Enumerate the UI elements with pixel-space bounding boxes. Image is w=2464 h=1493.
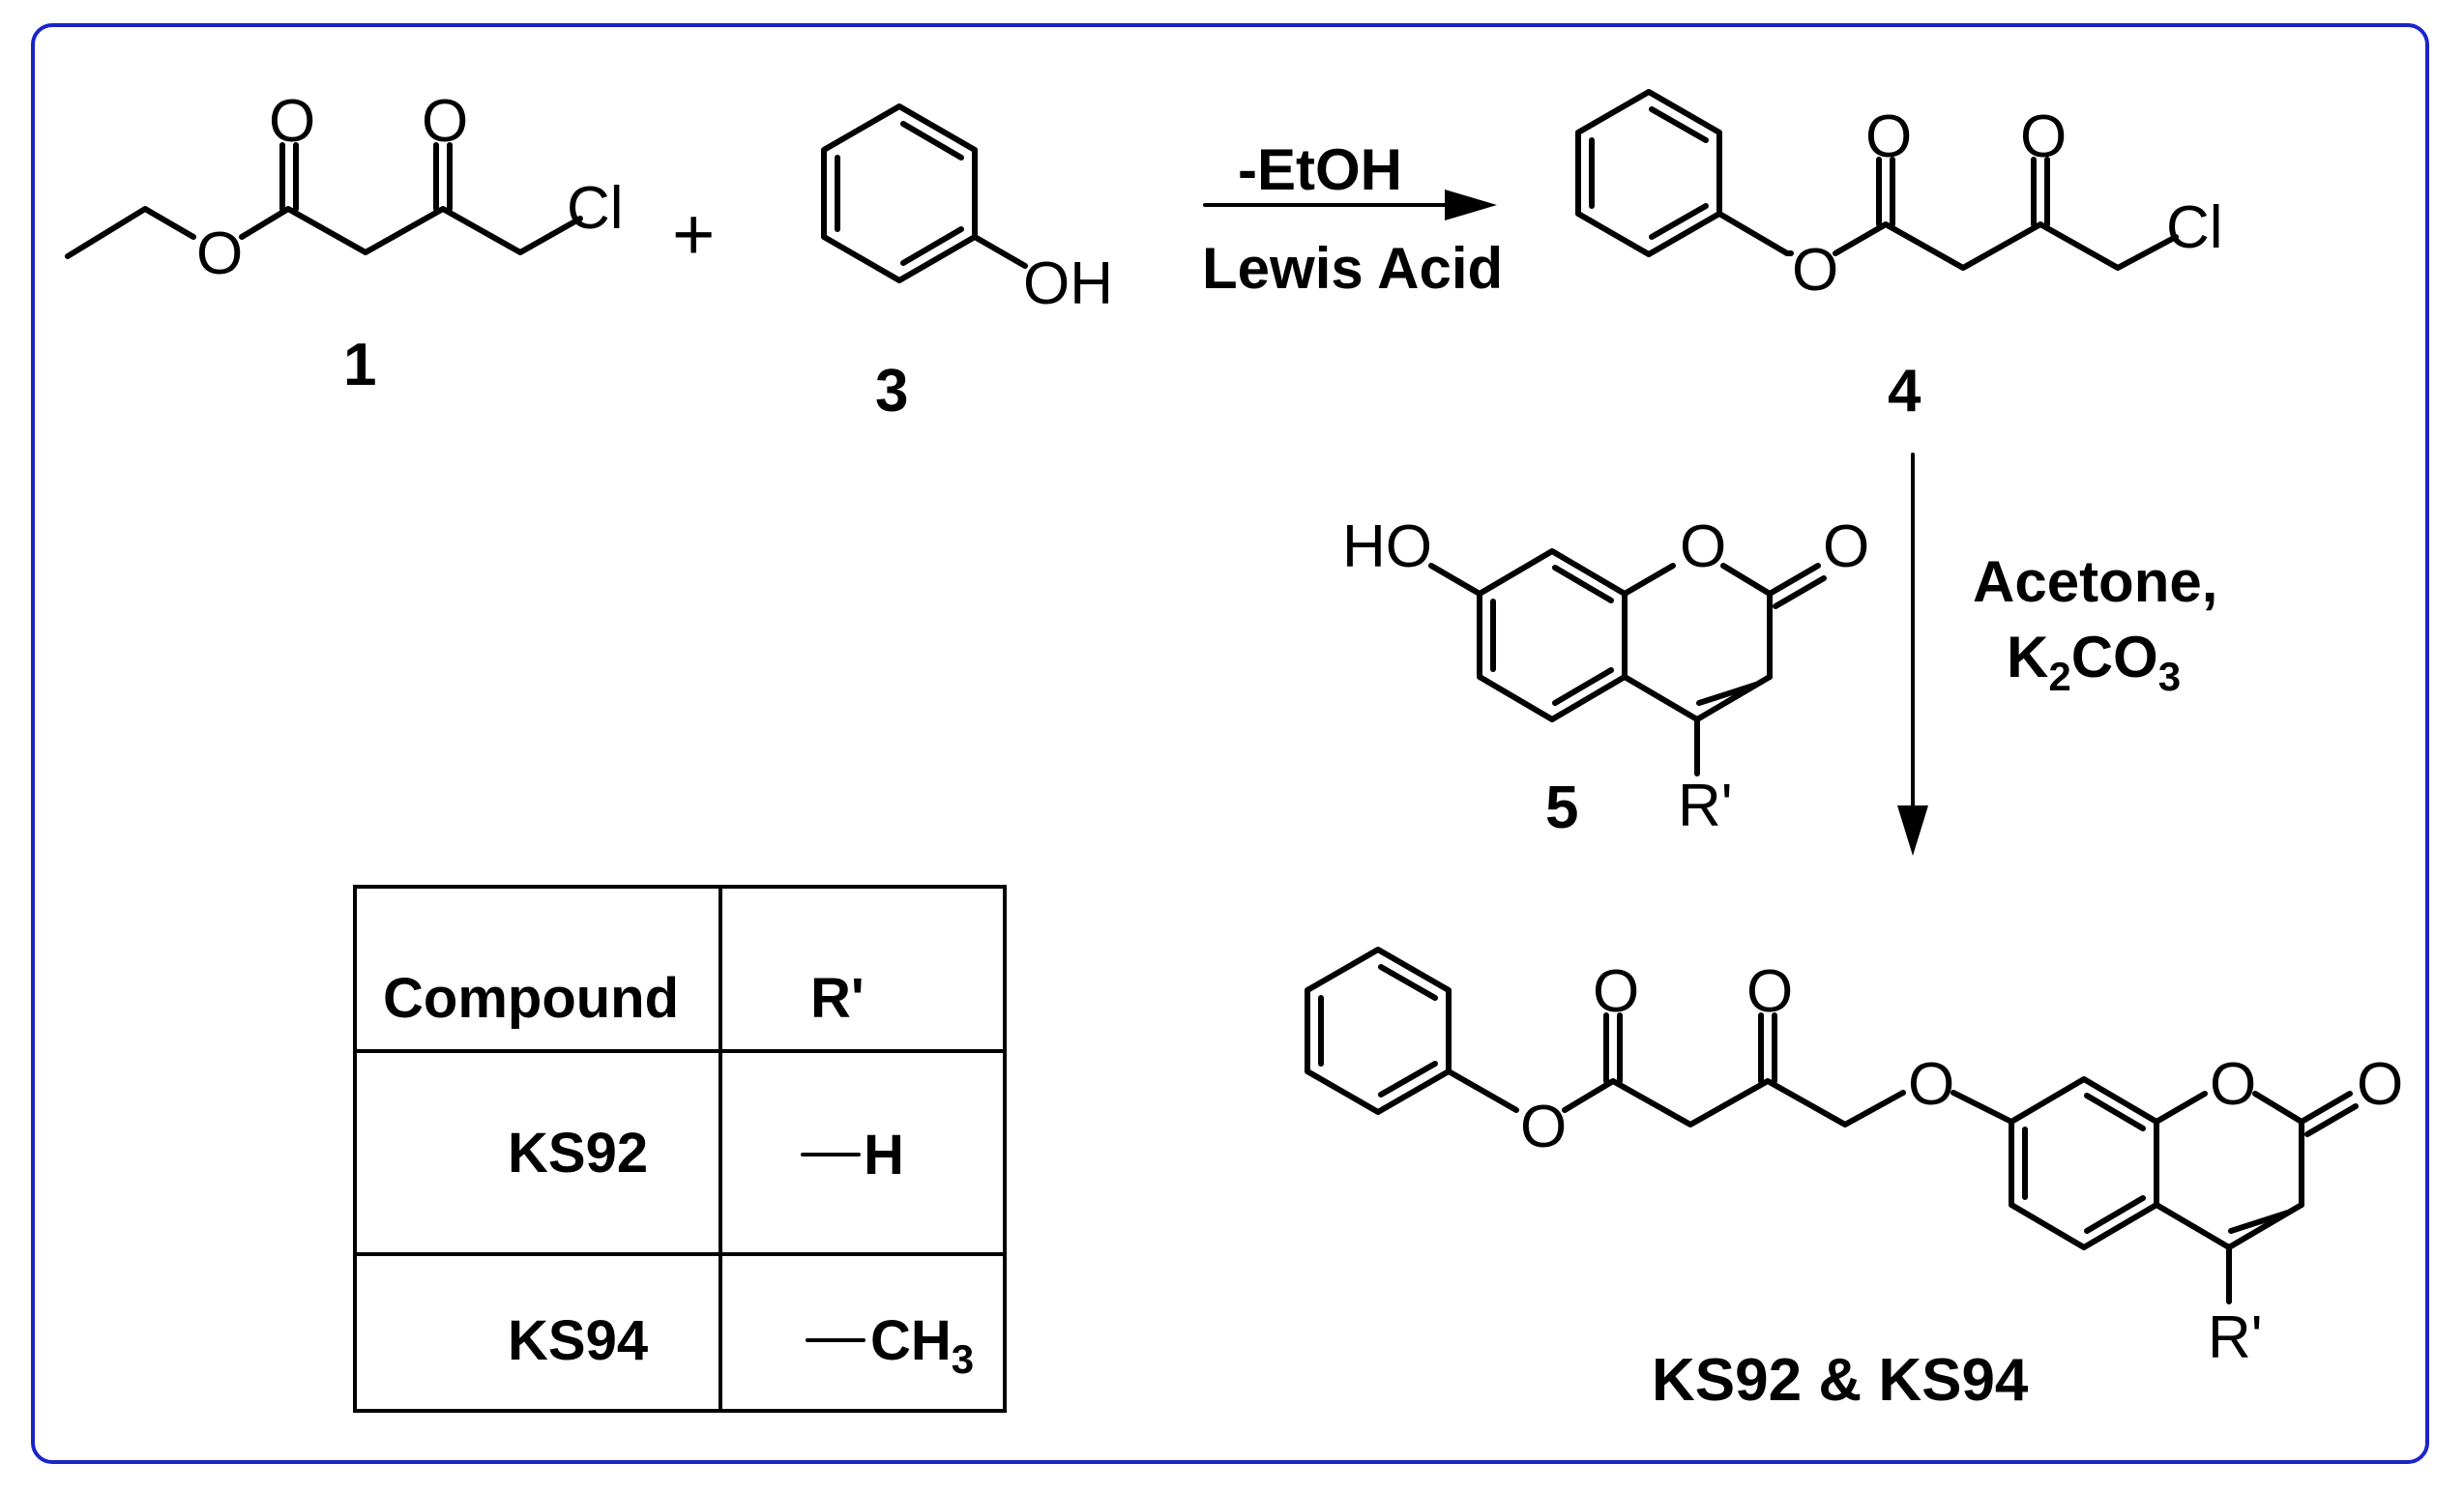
table-cell-compound: KS92 bbox=[508, 1122, 648, 1185]
atom-o-carbonyl-2: O bbox=[2020, 103, 2067, 170]
compound-1-label: 1 bbox=[343, 332, 376, 398]
reaction-arrow-step2 bbox=[1897, 453, 1928, 856]
figure-border bbox=[31, 23, 2429, 1464]
atom-o-ring: O bbox=[1680, 513, 1726, 580]
compound-4-label: 4 bbox=[1888, 358, 1921, 424]
step2-reagent-line2: K2CO3 bbox=[2007, 625, 2181, 699]
atom-o-ether: O bbox=[1908, 1051, 1954, 1118]
atom-cl: Cl bbox=[2166, 194, 2223, 261]
step2-reagent-line1: Acetone, bbox=[1973, 549, 2217, 614]
compound-4-structure: O O O Cl bbox=[1575, 89, 2223, 304]
table-header-r-prime: R' bbox=[810, 967, 865, 1030]
compound-5-label: 5 bbox=[1545, 775, 1578, 841]
atom-o-ester: O bbox=[196, 220, 243, 287]
atom-o-ring: O bbox=[2210, 1051, 2256, 1118]
table-header-compound: Compound bbox=[383, 967, 679, 1030]
compound-3-structure: OH bbox=[821, 103, 1113, 317]
compound-5-structure: O O HO R' bbox=[1342, 513, 1869, 839]
product-label: KS92 & KS94 bbox=[1652, 1347, 2029, 1414]
atom-o-carbonyl-1: O bbox=[1593, 958, 1639, 1025]
atom-o-ester: O bbox=[1520, 1094, 1567, 1160]
table-cell-r-value: H bbox=[864, 1124, 904, 1186]
atom-o-carbonyl-1: O bbox=[269, 88, 315, 155]
table-cell-r-value: CH3 bbox=[870, 1309, 974, 1382]
step1-reagent-below: Lewis Acid bbox=[1202, 236, 1503, 301]
reaction-arrow-step1 bbox=[1203, 190, 1497, 220]
atom-ho: HO bbox=[1342, 513, 1432, 580]
atom-o-carbonyl-2: O bbox=[422, 88, 468, 155]
atom-cl: Cl bbox=[567, 175, 624, 242]
atom-r-prime: R' bbox=[1678, 773, 1733, 839]
atom-o-lactone: O bbox=[2357, 1051, 2403, 1118]
plus-sign: + bbox=[672, 193, 715, 276]
atom-r-prime: R' bbox=[2208, 1304, 2263, 1371]
atom-o-carbonyl-1: O bbox=[1865, 103, 1912, 170]
substituent-table: Compound R' KS92 H KS94 CH3 bbox=[353, 885, 1007, 1413]
atom-oh: OH bbox=[1023, 250, 1113, 317]
atom-o-carbonyl-2: O bbox=[1746, 958, 1793, 1025]
product-structure: O O O O O O R' bbox=[1305, 947, 2403, 1371]
step1-reagent-above: -EtOH bbox=[1238, 137, 1402, 202]
compound-3-label: 3 bbox=[875, 358, 908, 424]
atom-o-ester: O bbox=[1792, 237, 1838, 304]
atom-o-carbonyl: O bbox=[1823, 513, 1869, 580]
table-cell-compound: KS94 bbox=[508, 1309, 648, 1372]
compound-1-structure: O O O Cl bbox=[65, 88, 624, 287]
